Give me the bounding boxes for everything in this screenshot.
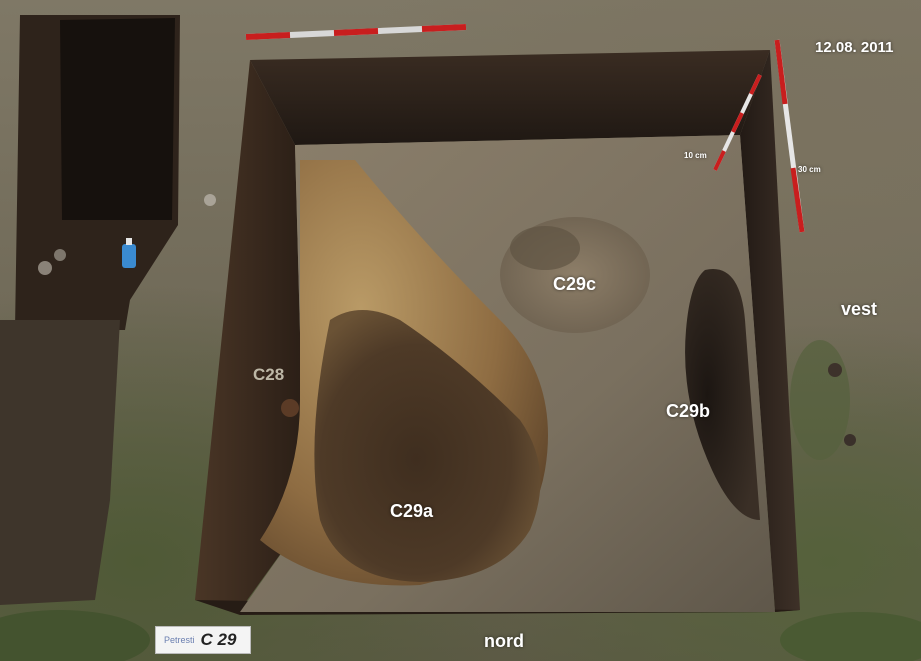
east-wall — [740, 50, 800, 612]
stone — [828, 363, 842, 377]
west-wall — [195, 60, 305, 610]
scale-bar-horizontal — [245, 24, 467, 40]
feature-label-c29c: C29c — [553, 274, 597, 294]
left-soil — [0, 320, 120, 605]
direction-label-north: nord — [484, 631, 524, 651]
pottery-fragment — [281, 399, 299, 417]
north-wall — [250, 50, 770, 145]
grass-patch — [780, 612, 921, 661]
photo-date: 12.08. 2011 — [815, 39, 894, 56]
stone — [38, 261, 52, 275]
scale-bar-30cm — [774, 39, 805, 233]
water-bottle-cap — [126, 238, 132, 245]
pit-c29a — [314, 310, 541, 582]
direction-label-west: vest — [841, 299, 878, 319]
grass-patch — [790, 340, 850, 460]
stone — [844, 434, 856, 446]
stone — [204, 194, 216, 206]
tag-site-name: Petresti — [164, 635, 195, 645]
scale-label-10cm: 10 cm — [684, 151, 707, 160]
feature-label-c29b: C29b — [666, 401, 711, 421]
left-trench-shadow — [60, 18, 175, 220]
grass-patch — [0, 610, 150, 661]
scale-bar-10cm — [713, 74, 762, 171]
trench-id-tag: Petresti C 29 — [155, 626, 251, 654]
stone — [54, 249, 66, 261]
feature-label-c28: C28 — [253, 365, 285, 384]
feature-label-c29a: C29a — [390, 501, 434, 521]
tag-trench-code: C 29 — [200, 630, 237, 649]
water-bottle — [122, 244, 136, 268]
pit-c29c-shadow — [510, 226, 580, 270]
scale-label-30cm: 30 cm — [798, 165, 821, 174]
pit-c29b — [685, 269, 760, 520]
